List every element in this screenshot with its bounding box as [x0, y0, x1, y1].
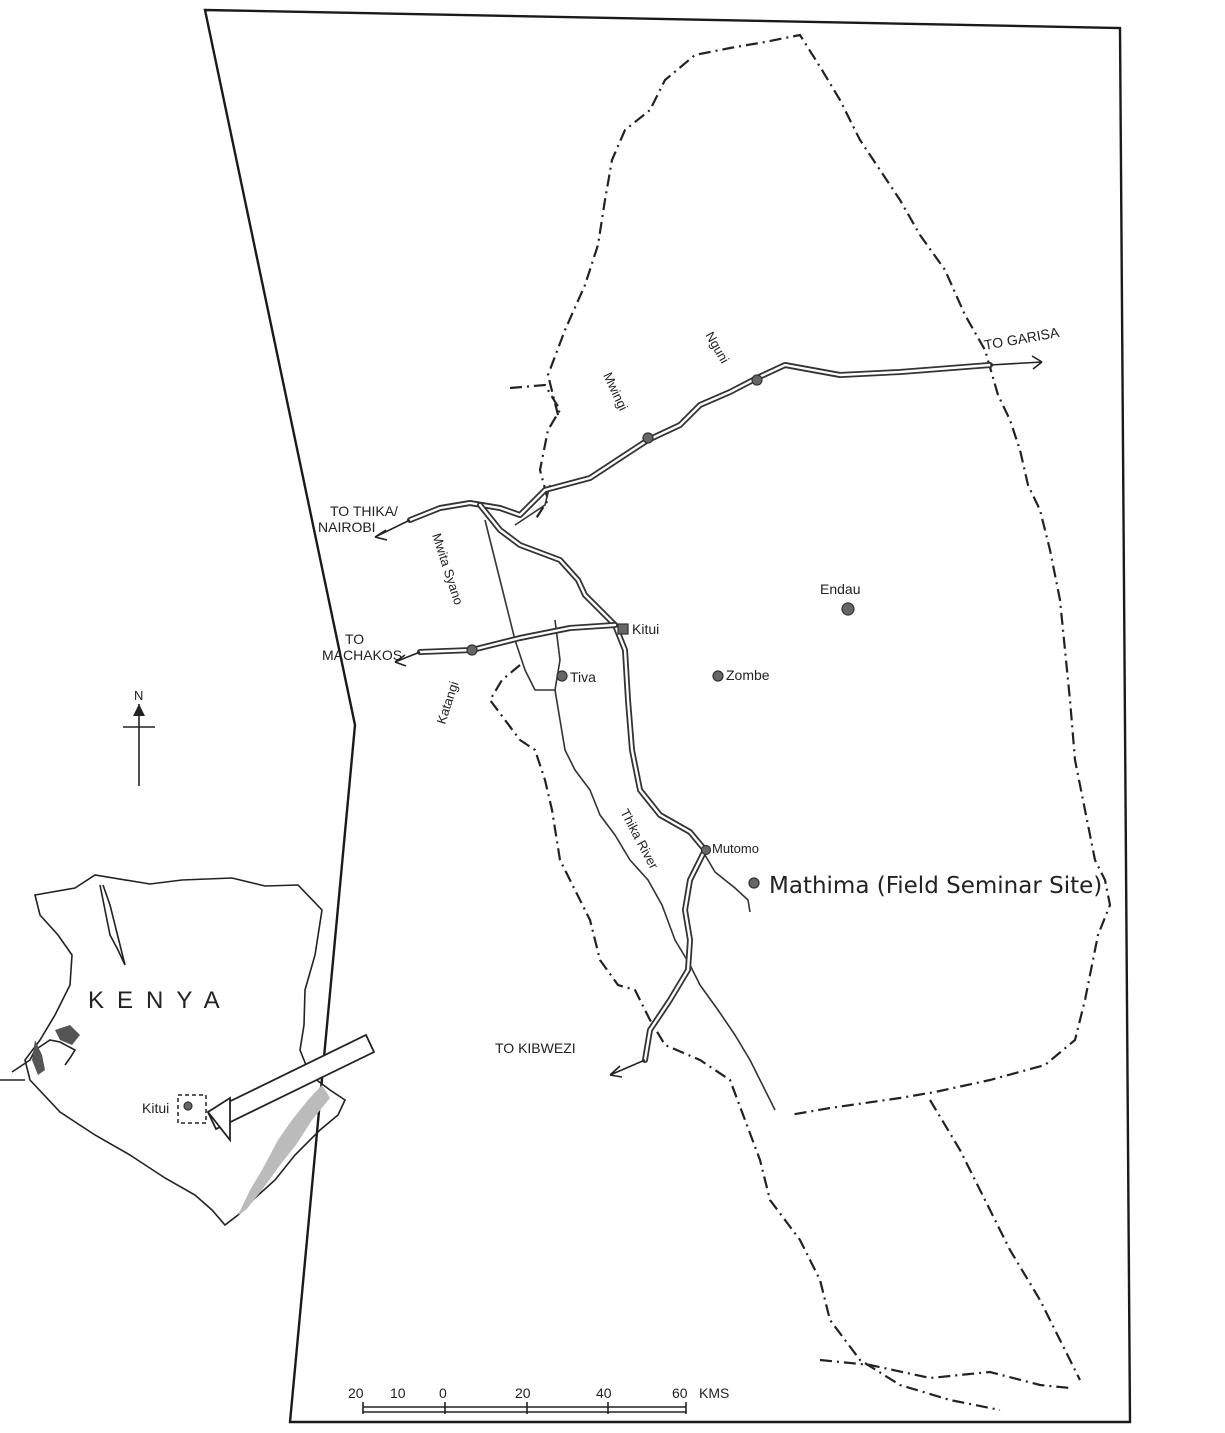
scale-tick-4: 40	[596, 1385, 612, 1401]
label-to-kibwezi: TO KIBWEZI	[495, 1040, 576, 1056]
label-thika-river: Thika River	[617, 806, 661, 872]
kenya-outline	[24, 874, 347, 1227]
district-boundary-west	[488, 664, 1001, 1412]
north-label: N	[134, 688, 143, 703]
lake-victoria-shore	[11, 1039, 77, 1073]
arrow-to-machakos-icon	[394, 651, 421, 667]
map-frame	[203, 8, 1132, 1424]
town-mutomo-marker	[700, 844, 712, 856]
town-endau-marker	[841, 602, 855, 616]
town-kitui-marker	[617, 623, 629, 635]
label-kitui: Kitui	[632, 621, 659, 637]
label-machakos: MACHAKOS	[322, 647, 402, 663]
scale-tick-1: 10	[390, 1385, 406, 1401]
district-boundary-southeast	[929, 1099, 1081, 1381]
kenya-label: KENYA	[88, 987, 233, 1014]
scale-tick-3: 20	[515, 1385, 531, 1401]
tributary-north	[514, 484, 551, 526]
scale-tick-0: 20	[348, 1385, 364, 1401]
label-mwita-syano: Mwita Syano	[429, 531, 466, 606]
kitui-inset-marker	[183, 1101, 193, 1111]
label-mathima: Mathima (Field Seminar Site)	[769, 873, 1102, 899]
kenya-inset: KENYA Kitui	[0, 874, 347, 1227]
district-boundary-south	[819, 1358, 1071, 1390]
scale-tick-5: 60	[672, 1385, 688, 1401]
arrow-to-garisa-icon	[989, 355, 1043, 370]
label-nairobi: NAIROBI	[318, 519, 376, 535]
label-endau: Endau	[820, 581, 860, 597]
label-to-machakos-to: TO	[345, 631, 364, 647]
label-zombe: Zombe	[726, 667, 770, 683]
town-nguni-marker	[751, 374, 763, 386]
roads	[407, 362, 993, 1063]
label-to-garisa: TO GARISA	[983, 324, 1061, 353]
inset-pointer-arrow-icon	[206, 1033, 376, 1143]
tyei-river	[554, 689, 776, 1111]
scale-bar: 20 10 0 20 40 60 KMS	[348, 1385, 729, 1414]
label-to-thika: TO THIKA/	[330, 503, 398, 519]
town-tiva-marker	[556, 670, 568, 682]
scale-unit: KMS	[699, 1385, 729, 1401]
kitui-inset-box	[177, 1094, 207, 1124]
kitui-inset-label: Kitui	[142, 1100, 169, 1116]
mwita-syano-river	[484, 519, 561, 691]
district-boundary	[546, 33, 1112, 1117]
label-katangi: Katangi	[434, 679, 462, 726]
label-mutomo: Mutomo	[712, 841, 759, 856]
arrow-to-nairobi-icon	[374, 519, 411, 541]
label-tiva: Tiva	[570, 669, 596, 685]
lake-turkana	[99, 884, 126, 966]
district-boundary-north	[509, 383, 562, 521]
scale-tick-2: 0	[439, 1385, 447, 1401]
town-katangi-marker	[466, 644, 478, 656]
town-mathima-marker	[748, 877, 760, 889]
tributary-mutomo	[704, 854, 751, 913]
town-zombe-marker	[712, 670, 724, 682]
label-nguni: Nguni	[702, 329, 732, 366]
town-mwingi-marker	[642, 432, 654, 444]
north-arrow-icon: N	[123, 688, 155, 786]
coast-stipple	[238, 1085, 330, 1215]
arrow-to-kibwezi-icon	[609, 1059, 646, 1078]
label-mwingi: Mwingi	[600, 370, 631, 413]
